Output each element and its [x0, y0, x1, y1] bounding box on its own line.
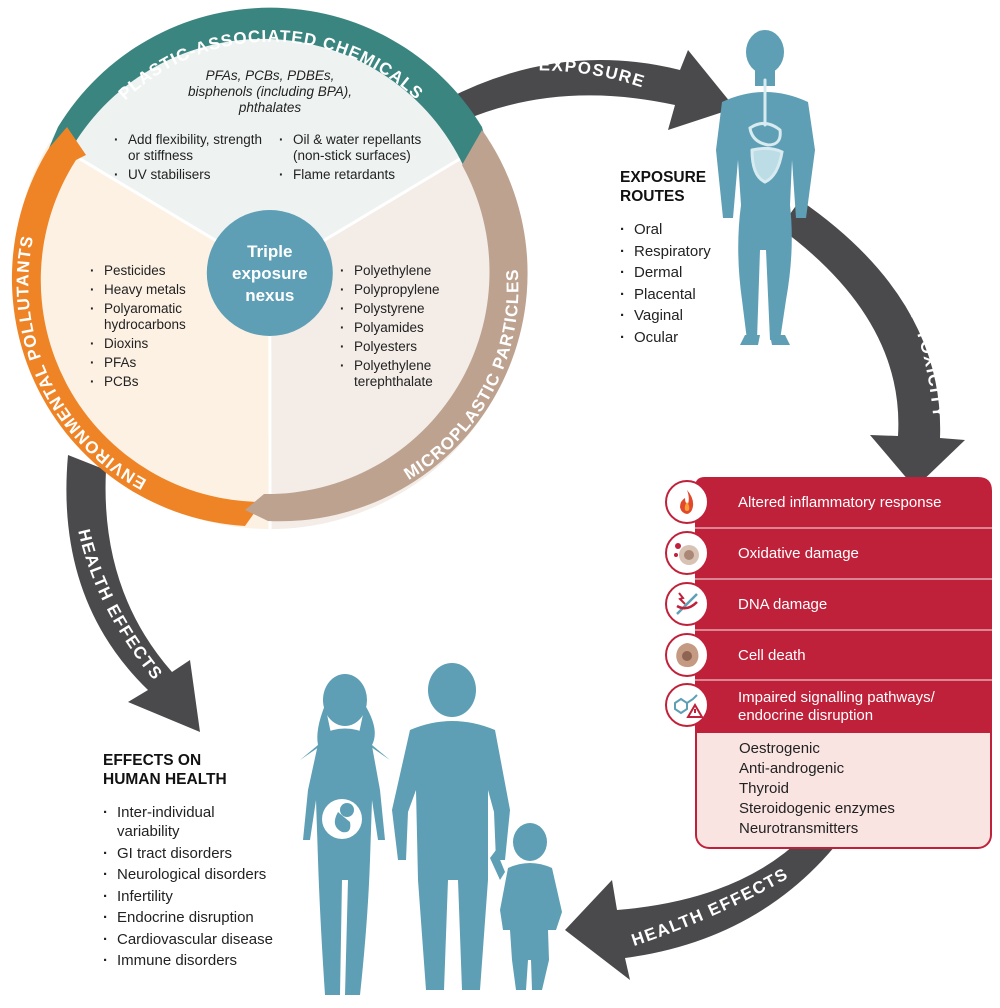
health-effects-left-arrow [66, 455, 200, 732]
list-item: Polyamides [336, 320, 461, 336]
list-item: Oestrogenic [739, 740, 820, 757]
chemicals-list-line-2: bisphenols (including BPA), [188, 84, 352, 99]
list-item: Cardiovascular disease [99, 930, 299, 949]
fetus-icon [322, 799, 362, 839]
list-item: Endocrine disruption [99, 908, 299, 927]
toxicity-label: Oxidative damage [738, 545, 859, 562]
list-item: Ocular [616, 328, 736, 347]
list-item: Steroidogenic enzymes [739, 800, 895, 817]
toxicity-label: Impaired signalling pathways/ endocrine … [738, 689, 935, 724]
toxicity-row-dna: DNA damage [665, 580, 992, 630]
microplastics-band [245, 130, 528, 522]
body-figure [716, 30, 815, 345]
list-item: Add flexibility, strength or stiffness [110, 132, 270, 164]
effects-list: Inter-individual variability GI tract di… [99, 803, 299, 973]
cell-oxidation-icon [665, 531, 709, 575]
exposure-arrow [445, 50, 735, 130]
list-item: Heavy metals [86, 282, 211, 298]
family-figures [300, 663, 562, 995]
dna-icon [665, 582, 709, 626]
list-item: Polyethylene terephthalate [336, 358, 461, 390]
list-item: Flame retardants [275, 167, 445, 183]
list-item: Anti-androgenic [739, 760, 845, 777]
toxicity-row-cell-death: Cell death [665, 631, 992, 681]
list-item: Placental [616, 285, 736, 304]
chemicals-uses-col1: Add flexibility, strength or stiffness U… [110, 132, 270, 186]
chemicals-list-line-1: PFAs, PCBs, PDBEs, [206, 68, 335, 83]
chemicals-uses-col2: Oil & water repellants (non-stick surfac… [275, 132, 445, 186]
list-item: Neurotransmitters [739, 820, 859, 837]
chemicals-list-line-3: phthalates [238, 100, 302, 115]
organs-icon [748, 78, 784, 184]
toxicity-label: Altered inflammatory response [738, 494, 942, 511]
pollutants-band [11, 127, 262, 526]
list-item: GI tract disorders [99, 844, 299, 863]
list-item: Oral [616, 220, 736, 239]
toxicity-label: DNA damage [738, 596, 828, 613]
nexus-line-1: Triple [247, 242, 292, 261]
list-item: Infertility [99, 887, 299, 906]
list-item: Inter-individual variability [99, 803, 252, 841]
toxicity-row-signalling: Impaired signalling pathways/ endocrine … [665, 681, 992, 733]
endocrine-subtypes: Oestrogenic Anti-androgenic Thyroid Ster… [695, 733, 992, 849]
list-item: Dioxins [86, 336, 211, 352]
exposure-routes-list: Oral Respiratory Dermal Placental Vagina… [616, 220, 736, 349]
list-item: Polystyrene [336, 301, 461, 317]
molecule-warning-icon [665, 683, 709, 727]
list-item: Respiratory [616, 242, 736, 261]
flame-icon [665, 480, 709, 524]
list-item: Oil & water repellants (non-stick surfac… [275, 132, 445, 164]
pollutants-list: Pesticides Heavy metals Polyaromatic hyd… [86, 263, 211, 393]
list-item: Immune disorders [99, 951, 299, 970]
chemicals-band [49, 7, 488, 168]
toxicity-panel [695, 477, 992, 733]
effects-title: EFFECTS ON HUMAN HEALTH [103, 752, 227, 788]
list-item: UV stabilisers [110, 167, 270, 183]
list-item: Dermal [616, 263, 736, 282]
list-item: Thyroid [739, 780, 790, 797]
toxicity-row-oxidative: Oxidative damage [665, 529, 992, 579]
exposure-wheel [11, 7, 528, 530]
health-effects-left-label: HEALTH EFFECTS [74, 527, 165, 684]
nexus-line-3: nexus [245, 286, 294, 305]
nexus-line-2: exposure [232, 264, 308, 283]
toxicity-label: Cell death [738, 647, 806, 664]
sector-chemicals [50, 16, 490, 274]
dead-cell-icon [665, 633, 709, 677]
toxicity-row-inflammation: Altered inflammatory response [665, 478, 992, 528]
list-item: Polypropylene [336, 282, 461, 298]
nexus-circle [206, 210, 333, 336]
list-item: Vaginal [616, 306, 736, 325]
microplastics-list: Polyethylene Polypropylene Polystyrene P… [336, 263, 461, 393]
health-effects-bottom-arrow [565, 835, 840, 980]
list-item: PFAs [86, 355, 211, 371]
modes-of-toxicity-arrow [780, 200, 965, 488]
svg-text:HEALTH EFFECTS: HEALTH EFFECTS [74, 527, 166, 684]
exposure-routes-title: EXPOSURE ROUTES [620, 169, 707, 205]
list-item: Polyesters [336, 339, 461, 355]
list-item: Polyethylene [336, 263, 461, 279]
list-item: PCBs [86, 374, 211, 390]
list-item: Neurological disorders [99, 865, 299, 884]
list-item: Pesticides [86, 263, 211, 279]
list-item: Polyaromatic hydrocarbons [86, 301, 211, 333]
